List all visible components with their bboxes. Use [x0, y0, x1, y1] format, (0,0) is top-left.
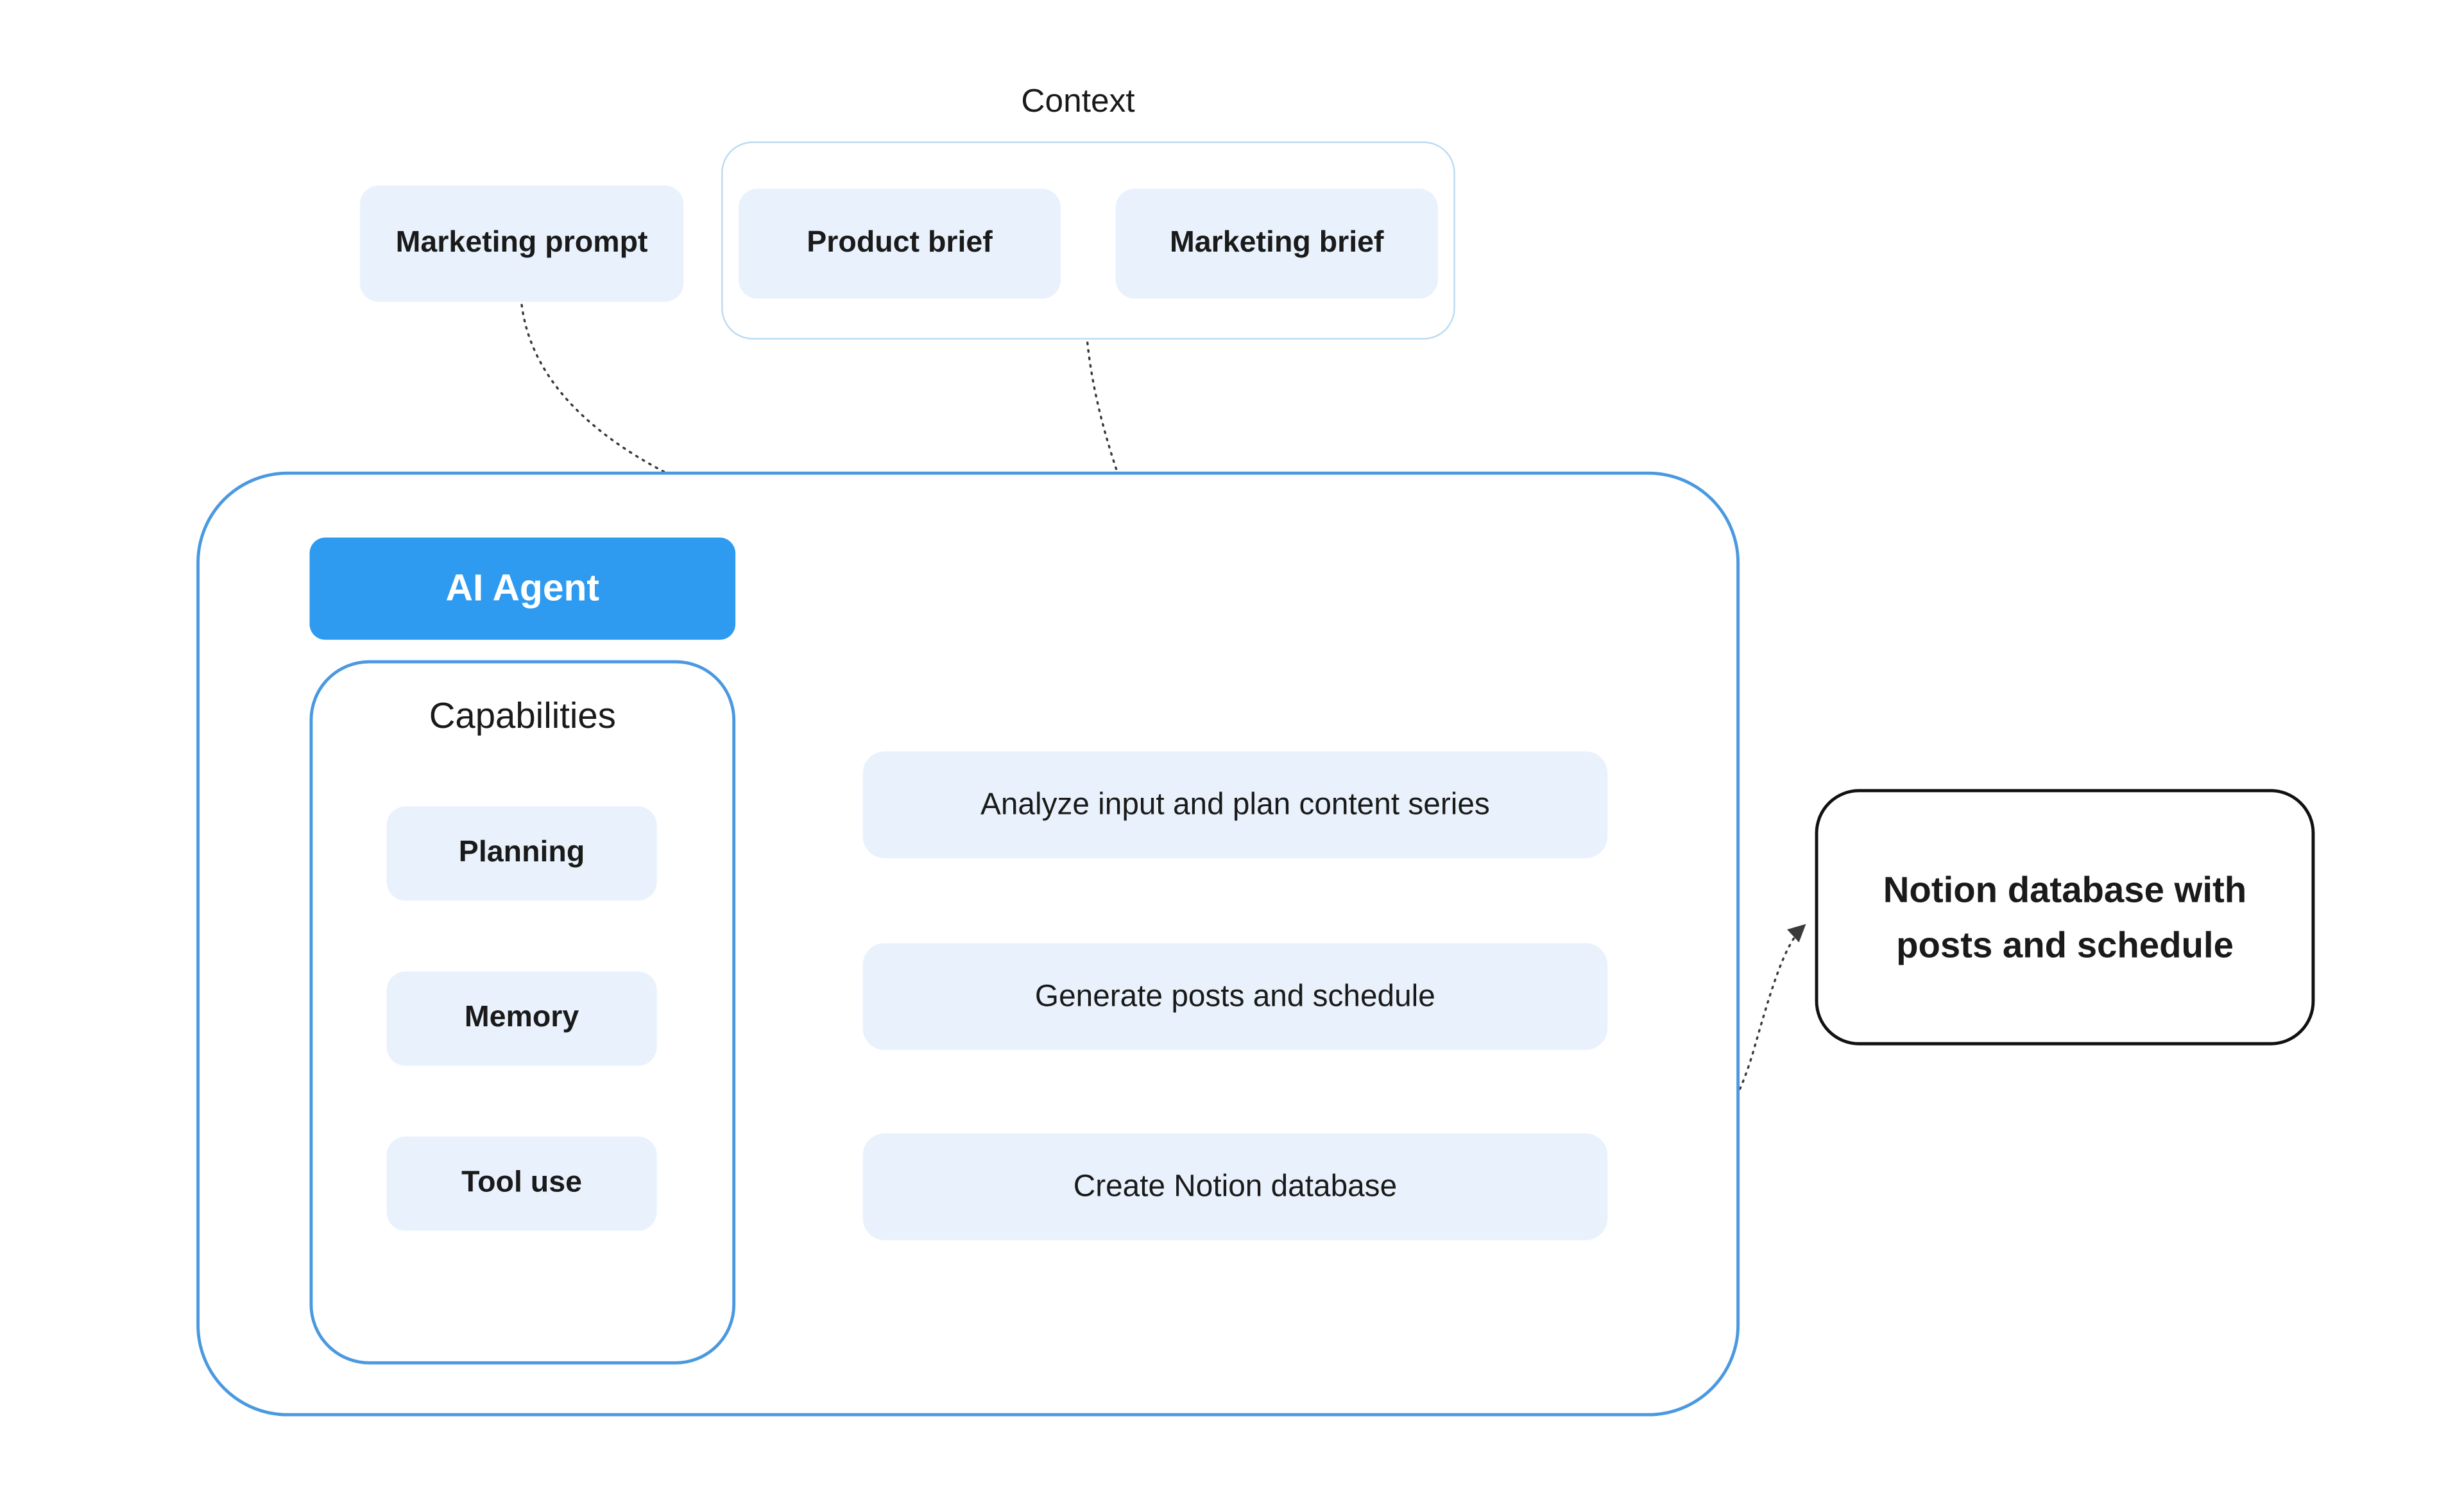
notion-output-node: Notion database with posts and schedule — [1815, 789, 2315, 1046]
planning-node: Planning — [386, 806, 657, 901]
step-analyze-node: Analyze input and plan content series — [862, 751, 1608, 859]
ai-agent-header: AI Agent — [309, 537, 736, 640]
marketing-prompt-node: Marketing prompt — [359, 185, 684, 302]
marketing-brief-node: Marketing brief — [1115, 188, 1438, 299]
product-brief-node: Product brief — [739, 188, 1061, 299]
memory-node: Memory — [386, 971, 657, 1066]
capabilities-label: Capabilities — [429, 694, 616, 735]
step-generate-node: Generate posts and schedule — [862, 943, 1608, 1050]
tool-use-node: Tool use — [386, 1136, 657, 1231]
context-label: Context — [1021, 83, 1135, 120]
step-create-node: Create Notion database — [862, 1133, 1608, 1241]
